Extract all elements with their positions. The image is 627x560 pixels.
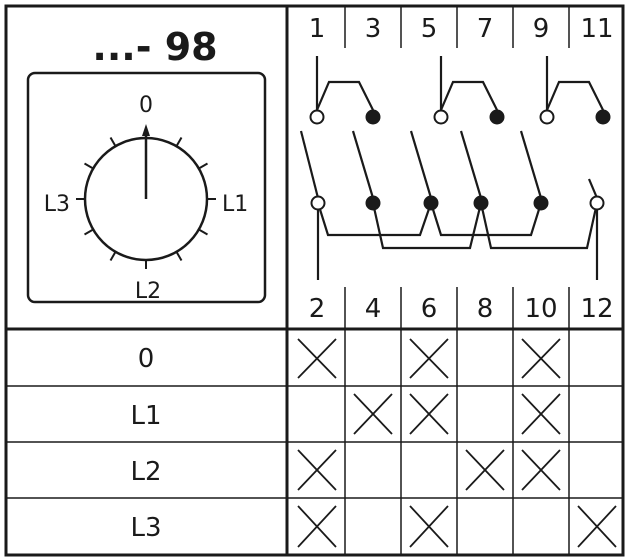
closed-contact-mark — [521, 338, 561, 379]
dial-label-l2: L2 — [135, 279, 161, 304]
diagram-title: ...- 98 — [92, 25, 217, 69]
contact-closed — [423, 195, 439, 211]
closed-contact-mark — [465, 449, 505, 491]
closed-contact-mark — [409, 338, 449, 379]
circuit-schematic — [299, 56, 604, 280]
contact-open — [539, 109, 555, 125]
row-dividers — [6, 385, 623, 499]
dial-tick — [198, 228, 208, 236]
contact-closed — [533, 195, 549, 211]
dial-tick — [109, 251, 117, 261]
dial-panel: 0 L1 L2 L3 — [26, 71, 267, 304]
terminal-12: 12 — [580, 294, 613, 324]
bottom-terminal-labels: 2 4 6 8 10 12 — [309, 294, 614, 324]
closed-contact-mark — [409, 393, 449, 435]
closed-contact-mark — [577, 505, 617, 548]
contact-closed — [473, 195, 489, 211]
contact-closed — [489, 109, 505, 125]
terminal-3: 3 — [365, 14, 382, 44]
terminal-6: 6 — [421, 294, 438, 324]
column-dividers — [344, 6, 570, 555]
terminal-10: 10 — [524, 294, 557, 324]
dial-tick — [84, 228, 94, 236]
terminal-1: 1 — [309, 14, 326, 44]
contact-closed — [365, 109, 381, 125]
frame — [4, 4, 625, 557]
terminal-11: 11 — [580, 14, 613, 44]
contact-open — [433, 109, 449, 125]
dial-tick — [109, 137, 117, 147]
dial-label-0: 0 — [139, 93, 153, 118]
contact-open — [310, 195, 326, 211]
terminal-4: 4 — [365, 294, 382, 324]
dial-tick — [175, 251, 183, 261]
contact-closed — [365, 195, 381, 211]
row-label: L3 — [130, 513, 161, 543]
contact-closed — [595, 109, 611, 125]
dial-tick — [198, 162, 208, 170]
dial-label-l1: L1 — [222, 192, 248, 217]
position-labels: 0 L1 L2 L3 — [130, 344, 161, 543]
terminal-2: 2 — [309, 294, 326, 324]
dial-label-l3: L3 — [44, 192, 70, 217]
row-label: L2 — [130, 457, 161, 487]
closed-contact-mark — [353, 393, 393, 435]
terminal-8: 8 — [477, 294, 494, 324]
closed-contact-mark — [297, 505, 337, 548]
dial-tick — [84, 162, 94, 170]
closed-contact-mark — [297, 338, 337, 379]
terminal-5: 5 — [421, 14, 438, 44]
contact-open — [589, 195, 605, 211]
terminal-7: 7 — [477, 14, 494, 44]
row-label: 0 — [138, 344, 155, 374]
row-label: L1 — [130, 401, 161, 431]
top-terminal-labels: 1 3 5 7 9 11 — [309, 14, 614, 44]
contact-open — [309, 109, 325, 125]
closed-contact-mark — [297, 449, 337, 491]
closed-contact-mark — [521, 393, 561, 435]
terminal-9: 9 — [533, 14, 550, 44]
contact-points — [309, 109, 611, 211]
dial-ticks — [76, 129, 216, 269]
dial-tick — [175, 137, 183, 147]
closure-marks — [297, 338, 617, 548]
closed-contact-mark — [521, 449, 561, 491]
closed-contact-mark — [409, 505, 449, 548]
